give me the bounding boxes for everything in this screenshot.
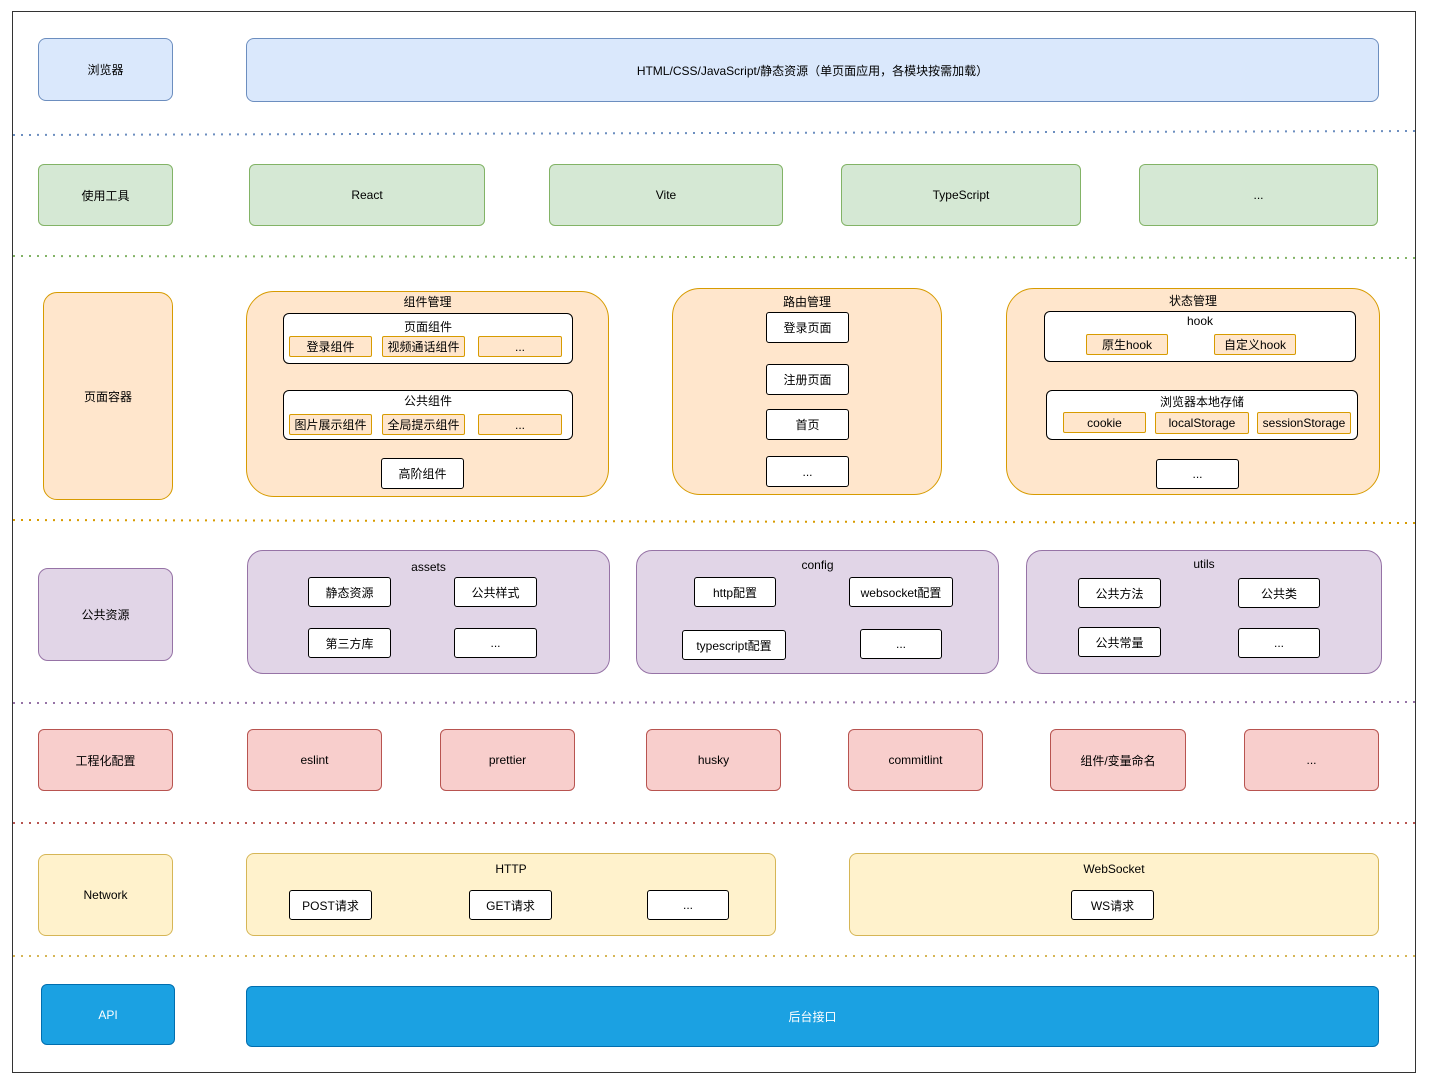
public-resources-label: 公共资源 [38,568,173,661]
storage-session-storage: sessionStorage [1257,412,1351,434]
common-component-more: ... [478,414,562,435]
tools-layer-label: 使用工具 [38,164,173,226]
common-components-title: 公共组件 [403,394,452,408]
page-container-label: 页面容器 [43,292,173,500]
http-post-request: POST请求 [289,890,372,920]
config-http: http配置 [694,577,776,607]
tool-typescript: TypeScript [841,164,1081,226]
assets-title: assets [411,560,446,574]
http-more: ... [647,890,729,920]
common-component-global-toast: 全局提示组件 [382,414,465,435]
config-title: config [801,558,834,572]
hook-custom: 自定义hook [1214,334,1296,355]
assets-more: ... [454,628,537,658]
api-layer-label: API [41,984,175,1045]
storage-cookie: cookie [1063,412,1146,433]
state-mgmt-more: ... [1156,459,1239,489]
engineering-commitlint: commitlint [848,729,983,791]
page-component-video-call: 视频通话组件 [382,336,465,357]
component-mgmt-title: 组件管理 [403,295,452,309]
utils-title: utils [1193,557,1215,571]
ws-request: WS请求 [1071,890,1154,920]
route-login-page: 登录页面 [766,312,849,343]
route-register-page: 注册页面 [766,364,849,395]
diagram-frame [12,11,1416,1073]
hook-native: 原生hook [1086,334,1168,355]
http-get-request: GET请求 [469,890,552,920]
page-components-title: 页面组件 [403,320,452,334]
hook-title: hook [1186,314,1214,328]
engineering-naming: 组件/变量命名 [1050,729,1186,791]
engineering-layer-label: 工程化配置 [38,729,173,791]
tool-react: React [249,164,485,226]
config-websocket: websocket配置 [849,577,953,607]
page-component-more: ... [478,336,562,357]
browser-layer-content: HTML/CSS/JavaScript/静态资源（单页面应用，各模块按需加载） [246,38,1379,102]
utils-common-classes: 公共类 [1238,578,1320,608]
tool-vite: Vite [549,164,783,226]
utils-common-methods: 公共方法 [1078,578,1161,608]
assets-third-party-libs: 第三方库 [308,628,391,658]
engineering-husky: husky [646,729,781,791]
state-mgmt-title: 状态管理 [1168,294,1217,308]
backend-api: 后台接口 [246,986,1379,1047]
route-more: ... [766,456,849,487]
engineering-prettier: prettier [440,729,575,791]
common-component-image-display: 图片展示组件 [289,414,372,435]
local-storage-title: 浏览器本地存储 [1159,395,1244,409]
config-typescript: typescript配置 [682,630,786,660]
assets-common-styles: 公共样式 [454,577,537,607]
http-title: HTTP [495,862,527,876]
utils-more: ... [1238,628,1320,658]
hoc-component: 高阶组件 [381,458,464,489]
route-mgmt-title: 路由管理 [782,295,831,309]
utils-common-constants: 公共常量 [1078,627,1161,657]
assets-static-resources: 静态资源 [308,577,391,607]
websocket-title: WebSocket [1083,862,1145,876]
assets-group: assets [247,550,610,674]
tool-more: ... [1139,164,1378,226]
route-home-page: 首页 [766,409,849,440]
page-component-login: 登录组件 [289,336,372,357]
engineering-eslint: eslint [247,729,382,791]
engineering-more: ... [1244,729,1379,791]
storage-local-storage: localStorage [1155,412,1249,434]
network-layer-label: Network [38,854,173,936]
browser-layer-label: 浏览器 [38,38,173,101]
config-more: ... [860,629,942,659]
